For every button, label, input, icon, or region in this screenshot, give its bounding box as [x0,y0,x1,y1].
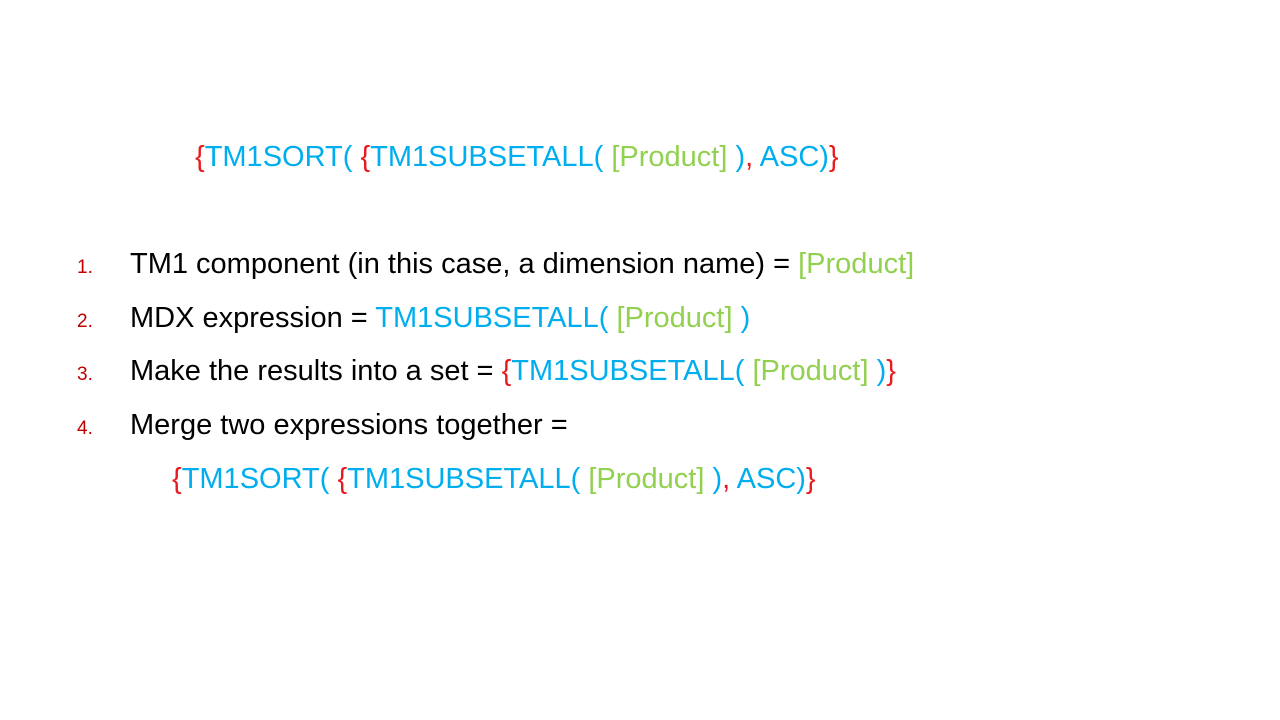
text-segment-blue: ) [732,302,751,334]
text-segment-blue: ) [868,355,887,387]
text-segment-red: } [828,141,839,173]
text-segment-blue: TM1SORT( [204,141,361,173]
text-segment-red: { [337,463,348,495]
text-segment-green: [Product] [798,248,915,280]
text-segment-red: { [360,141,371,173]
list-item-4-continuation-expression: {TM1SORT( {TM1SUBSETALL( [Product] ), AS… [172,461,816,497]
header-mdx-expression: {TM1SORT( {TM1SUBSETALL( [Product] ), AS… [195,139,839,175]
text-segment-black: TM1 component (in this case, a dimension… [130,248,799,280]
text-segment-red: } [805,463,816,495]
list-item-text: Merge two expressions together = [130,408,568,442]
text-segment-green: [Product] [752,355,869,387]
text-segment-red: } [886,355,896,387]
list-item-text: TM1 component (in this case, a dimension… [130,247,914,281]
text-segment-blue: TM1SORT( [181,463,338,495]
list-item-3: 3. Make the results into a set = {TM1SUB… [77,354,896,392]
text-segment-blue: TM1SUBSETALL( [347,463,589,495]
text-segment-red: { [501,355,512,387]
list-item-text: Make the results into a set = {TM1SUBSET… [130,354,896,388]
list-item-text: MDX expression = TM1SUBSETALL( [Product]… [130,301,750,335]
list-item-2: 2. MDX expression = TM1SUBSETALL( [Produ… [77,301,750,339]
list-item-number: 1. [77,257,93,278]
list-item-number: 4. [77,418,93,439]
text-segment-blue: ) [727,141,746,173]
list-item-number: 2. [77,311,93,332]
text-segment-green: [Product] [611,141,728,173]
text-segment-blue: ASC) [753,141,829,173]
text-segment-blue: ASC) [730,463,806,495]
text-segment-black: Make the results into a set = [130,355,502,387]
list-item-1: 1. TM1 component (in this case, a dimens… [77,247,914,285]
list-item-4: 4. Merge two expressions together = [77,408,568,446]
text-segment-blue: TM1SUBSETALL( [511,355,753,387]
text-segment-black: MDX expression = [130,302,376,334]
text-segment-blue: TM1SUBSETALL( [370,141,612,173]
text-segment-blue: TM1SUBSETALL( [375,302,617,334]
text-segment-red: { [195,141,205,173]
text-segment-black: Merge two expressions together = [130,409,568,441]
list-item-number: 3. [77,364,93,385]
text-segment-red: , [745,141,754,173]
text-segment-red: , [722,463,731,495]
text-segment-green: [Product] [588,463,705,495]
text-segment-blue: ) [704,463,723,495]
text-segment-red: { [172,463,182,495]
text-segment-green: [Product] [616,302,733,334]
